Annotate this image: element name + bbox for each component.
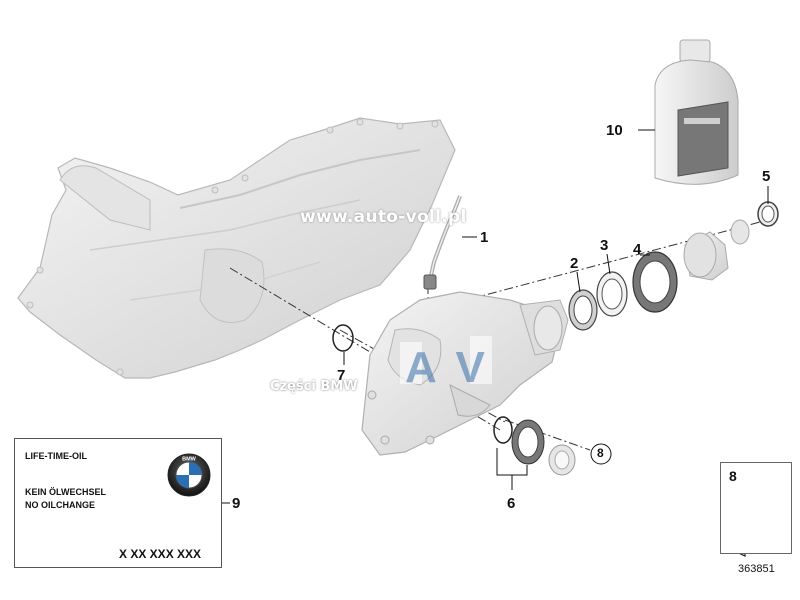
oil-bottle-icon bbox=[654, 39, 739, 185]
o-ring-6a bbox=[493, 416, 513, 444]
bmw-logo-icon: BMW bbox=[167, 453, 211, 497]
callout-4: 4 bbox=[633, 241, 642, 258]
callout-10: 10 bbox=[606, 122, 623, 139]
oil-sump bbox=[17, 117, 456, 379]
callout-2: 2 bbox=[570, 255, 579, 272]
leader-lines bbox=[220, 129, 769, 504]
seal-ring-4 bbox=[632, 251, 678, 313]
shim-ring-3 bbox=[596, 271, 628, 317]
watermark-brand: Części BMW bbox=[270, 379, 358, 394]
callout-9: 9 bbox=[232, 495, 241, 512]
seal-ring-6b bbox=[511, 419, 545, 465]
plug-detail-box: 8 bbox=[720, 462, 792, 554]
callout-8-circle bbox=[590, 443, 612, 465]
callout-1: 1 bbox=[480, 229, 489, 246]
output-flange bbox=[683, 219, 750, 281]
watermark-url: www.auto-voll.pl bbox=[300, 207, 467, 227]
callout-8: 8 bbox=[597, 446, 604, 460]
callout-6: 6 bbox=[507, 495, 516, 512]
callout-5: 5 bbox=[762, 168, 771, 185]
lifetime-oil-label: LIFE-TIME-OIL KEIN ÖLWECHSEL NO OILCHANG… bbox=[14, 438, 222, 568]
diagram-number: 363851 bbox=[738, 563, 775, 575]
callout-7: 7 bbox=[337, 367, 346, 384]
bmw-logo-letters: BMW bbox=[182, 457, 197, 463]
o-ring-5 bbox=[757, 201, 779, 227]
label-line-1: LIFE-TIME-OIL bbox=[25, 451, 87, 461]
seal-ring-2 bbox=[568, 289, 598, 331]
label-line-2: KEIN ÖLWECHSEL bbox=[25, 487, 107, 497]
drain-plug-part bbox=[548, 444, 576, 476]
vent-tube bbox=[423, 195, 462, 290]
callout-3: 3 bbox=[600, 237, 609, 254]
o-ring-7 bbox=[332, 324, 354, 352]
watermark-logo bbox=[400, 336, 492, 384]
label-line-3: NO OILCHANGE bbox=[25, 500, 96, 510]
label-part-number: X XX XXX XXX bbox=[119, 547, 202, 561]
callout-8-box: 8 bbox=[729, 468, 737, 484]
watermark-logo-letters: AV bbox=[405, 343, 507, 392]
